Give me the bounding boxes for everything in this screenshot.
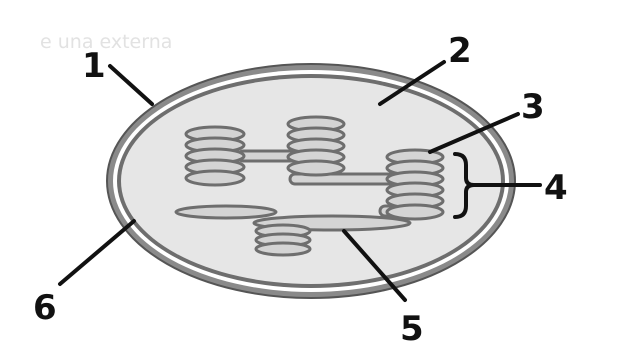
label-3: 3 (521, 87, 545, 127)
thylakoid-disc (184, 169, 246, 187)
thylakoid-disc (286, 159, 346, 177)
granum-bottom (254, 223, 312, 257)
thylakoid-disc (385, 203, 445, 221)
label-6: 6 (33, 288, 57, 328)
faded-heading: e una externa (40, 31, 172, 53)
label-2: 2 (448, 31, 472, 71)
granum-bracket (453, 152, 475, 219)
leader-line-6 (58, 219, 136, 286)
leader-line-1 (108, 64, 154, 106)
thylakoid-disc (254, 241, 312, 257)
leader-line-2 (378, 60, 446, 106)
leader-line-5 (342, 229, 407, 302)
leader-line-3 (428, 112, 520, 154)
label-5: 5 (400, 309, 424, 345)
number-labels: 1 2 3 4 5 6 (33, 31, 568, 345)
lamella-left (174, 204, 278, 220)
leader-lines (58, 60, 542, 302)
label-1: 1 (82, 46, 106, 86)
granum-right (385, 148, 445, 221)
granum-center (286, 115, 346, 177)
granum-left (184, 125, 246, 187)
label-4: 4 (544, 168, 568, 208)
